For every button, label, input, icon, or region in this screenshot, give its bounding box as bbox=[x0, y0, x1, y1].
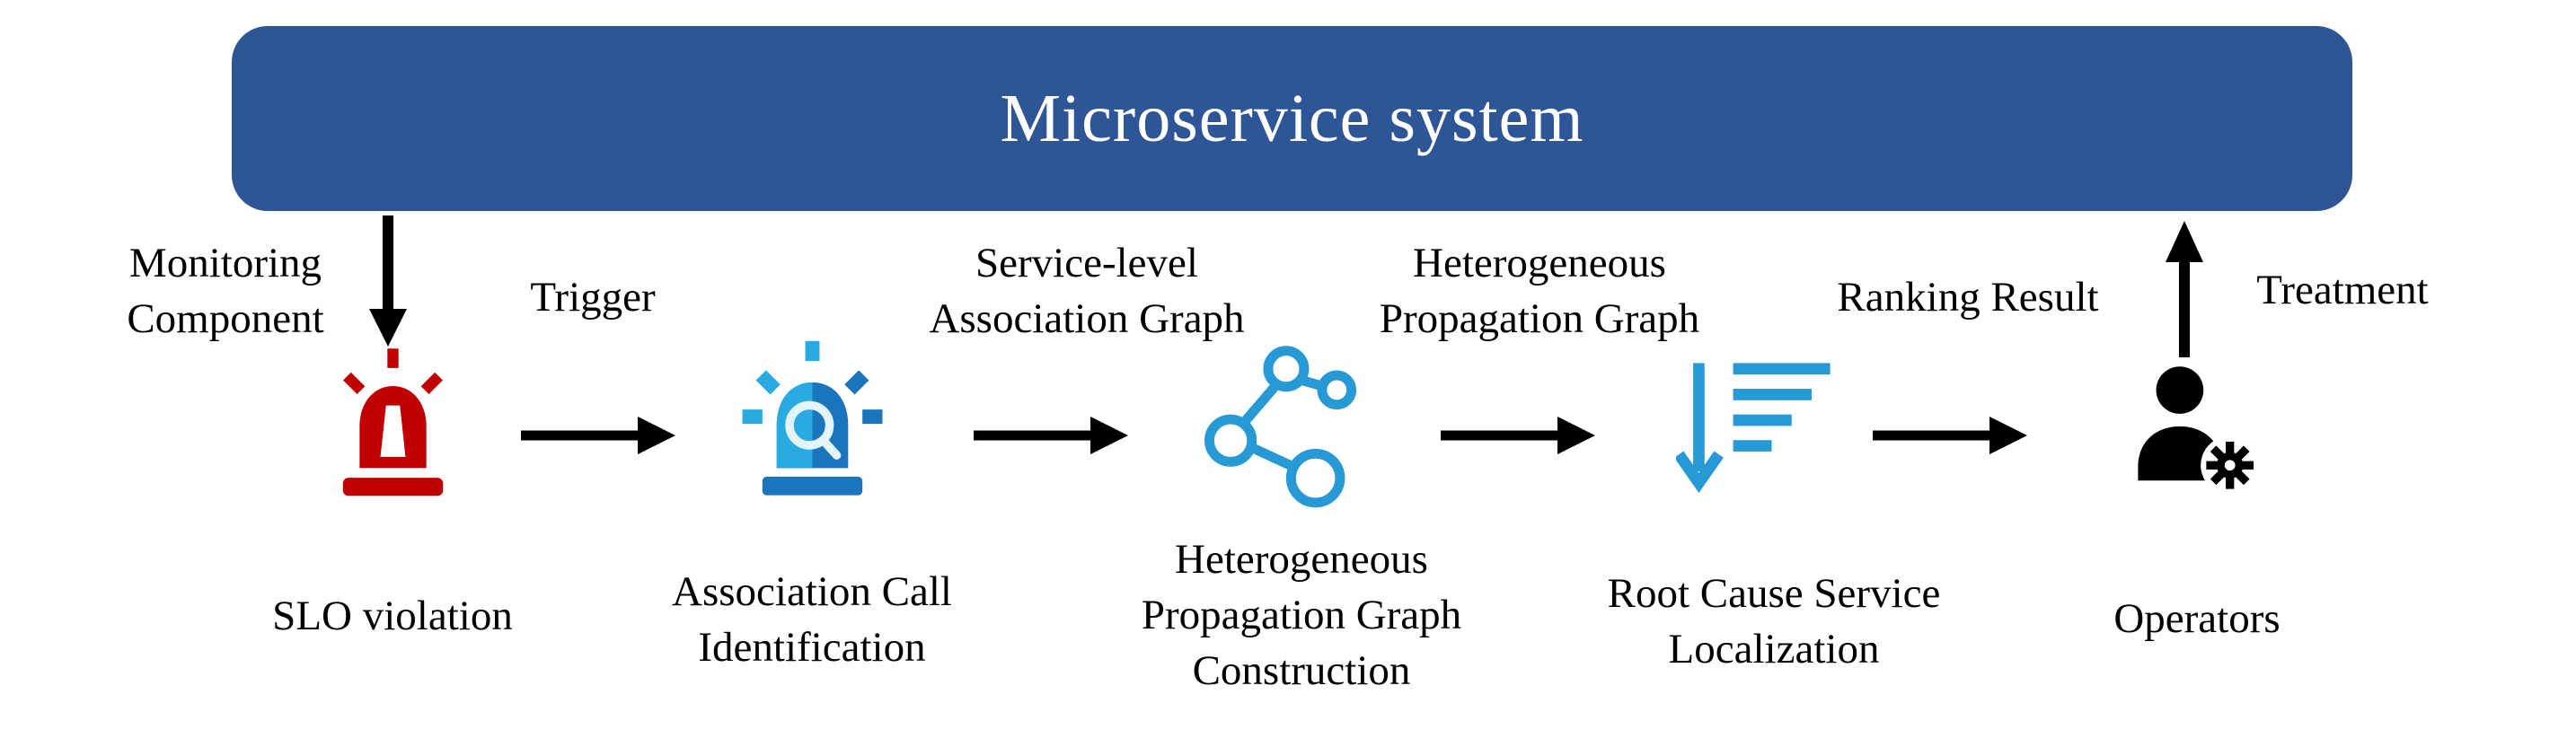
monitoring-down-arrow bbox=[369, 215, 407, 347]
heterogeneous-propagation-graph-label: Heterogeneous Propagation Graph bbox=[1379, 240, 1700, 343]
siren-search-icon bbox=[742, 340, 883, 496]
propagation-graph-icon bbox=[1204, 346, 1357, 508]
treatment-label: Treatment bbox=[2256, 267, 2429, 313]
treatment-up-arrow bbox=[2166, 221, 2203, 357]
hpg-construction-label: Heterogeneous Propagation Graph Construc… bbox=[1141, 536, 1462, 695]
ranking-result-label: Ranking Result bbox=[1837, 274, 2099, 321]
slo-violation-label: SLO violation bbox=[272, 593, 513, 639]
propagation-graph-arrow bbox=[1441, 417, 1595, 454]
monitoring-component-label: Monitoring Component bbox=[127, 240, 324, 343]
service-level-association-graph-label: Service-level Association Graph bbox=[929, 240, 1245, 343]
trigger-label: Trigger bbox=[530, 274, 656, 321]
root-cause-localization-label: Root Cause Service Localization bbox=[1607, 570, 1941, 673]
trigger-arrow bbox=[521, 417, 675, 454]
ranking-icon bbox=[1676, 363, 1831, 493]
operators-label: Operators bbox=[2113, 595, 2280, 642]
association-graph-arrow bbox=[974, 417, 1128, 454]
operator-icon bbox=[2138, 366, 2260, 495]
alarm-siren-icon bbox=[342, 348, 444, 497]
banner-title: Microservice system bbox=[1000, 80, 1584, 156]
association-call-identification-label: Association Call Identification bbox=[672, 568, 952, 672]
ranking-arrow bbox=[1873, 417, 2027, 454]
microservice-system-banner: Microservice system bbox=[232, 26, 2352, 211]
